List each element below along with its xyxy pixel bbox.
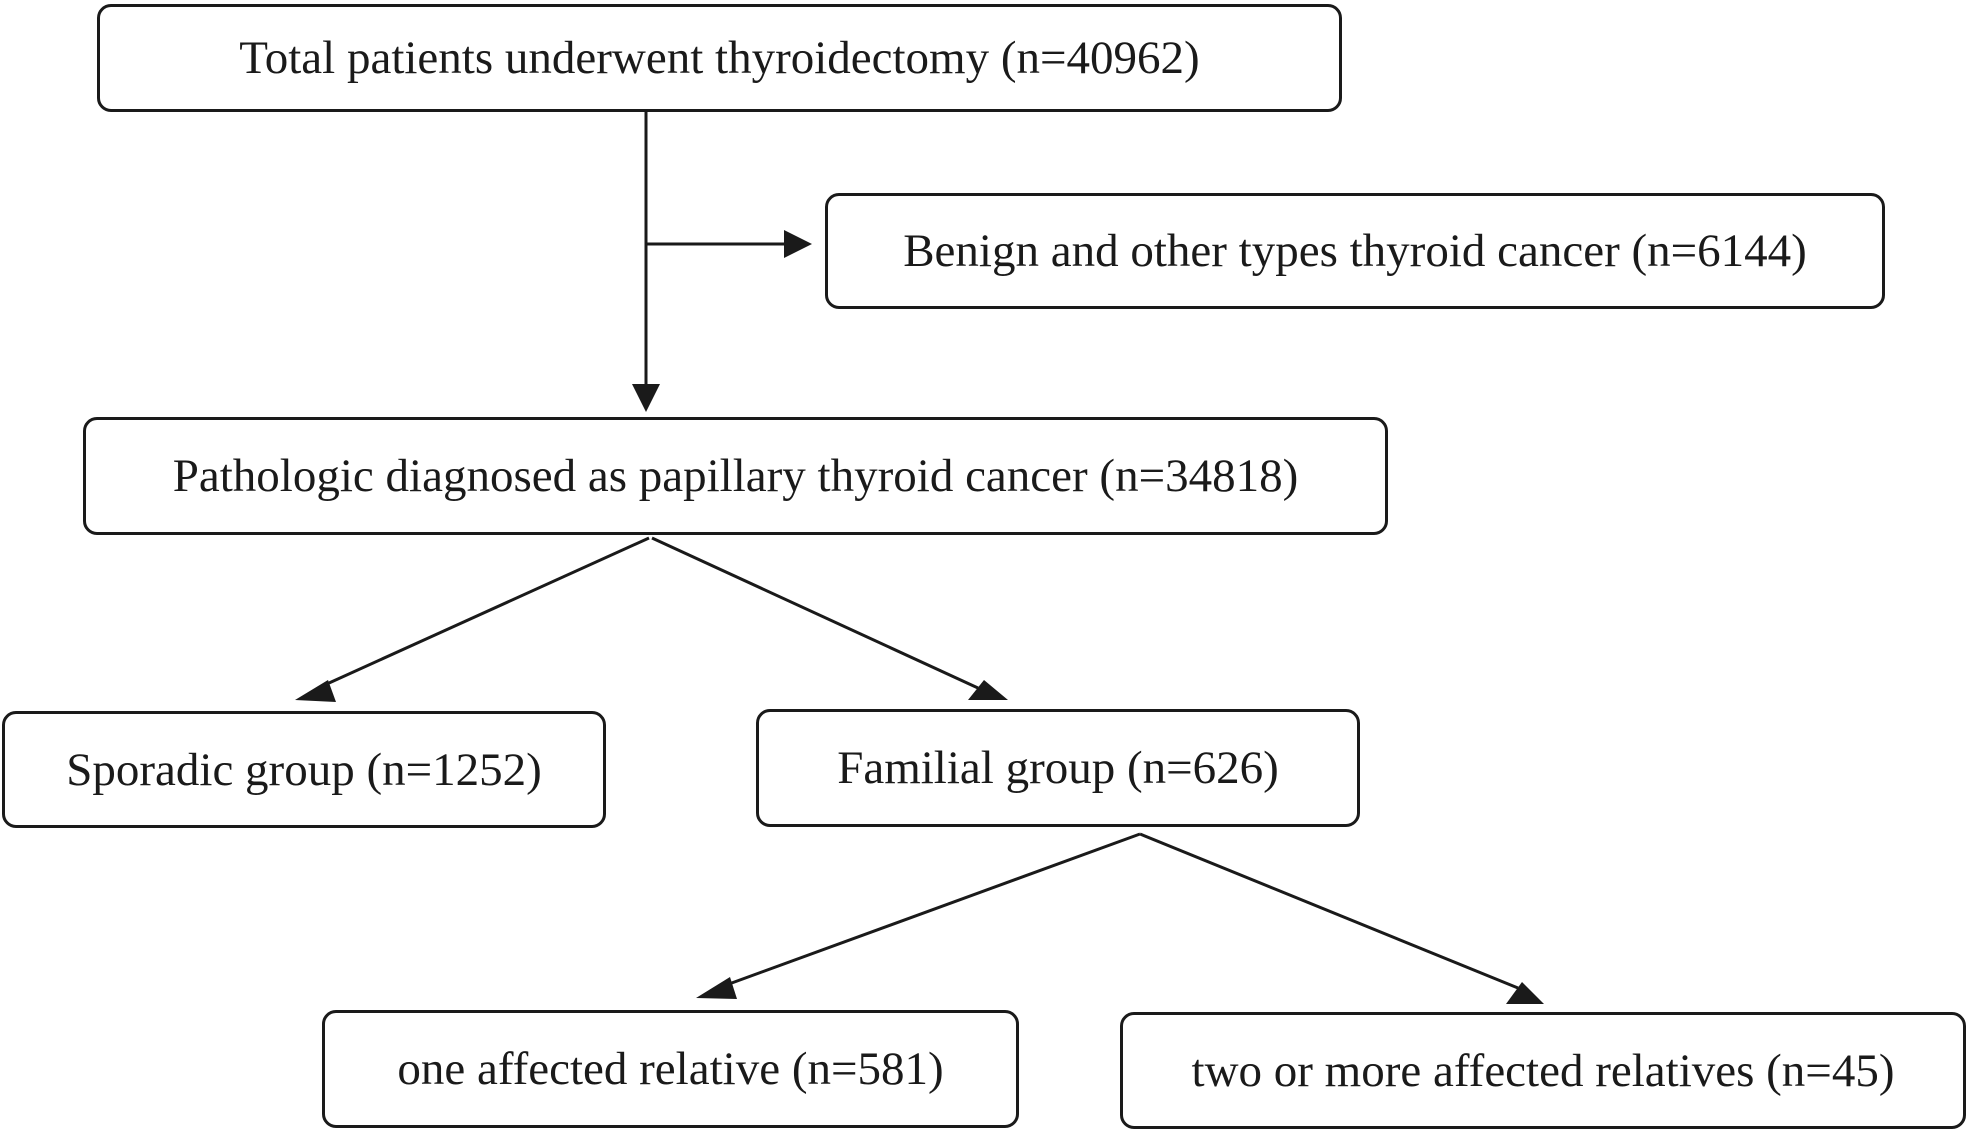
node-one-affected-relative: one affected relative (n=581) [322, 1010, 1019, 1128]
node-total-patients-label: Total patients underwent thyroidectomy (… [239, 32, 1200, 84]
arrow-ptc-to-familial [651, 536, 979, 690]
arrowhead-one-relative [696, 977, 737, 999]
arrow-familial-to-one-relative [717, 832, 1141, 990]
arrowhead-familial [968, 680, 1008, 700]
node-familial-group: Familial group (n=626) [756, 709, 1360, 827]
arrowhead-ptc [632, 384, 660, 412]
arrow-familial-to-two-or-more [1139, 832, 1519, 990]
node-total-patients: Total patients underwent thyroidectomy (… [97, 4, 1342, 112]
node-benign-other: Benign and other types thyroid cancer (n… [825, 193, 1885, 309]
node-two-or-more-relatives-label: two or more affected relatives (n=45) [1191, 1044, 1895, 1097]
arrowhead-sporadic [295, 680, 336, 702]
node-papillary-thyroid-cancer: Pathologic diagnosed as papillary thyroi… [83, 417, 1388, 535]
arrow-ptc-to-sporadic [317, 536, 650, 690]
node-familial-group-label: Familial group (n=626) [837, 742, 1279, 794]
node-one-affected-relative-label: one affected relative (n=581) [397, 1043, 944, 1095]
node-benign-other-label: Benign and other types thyroid cancer (n… [903, 225, 1807, 277]
node-sporadic-group-label: Sporadic group (n=1252) [66, 743, 542, 796]
node-papillary-thyroid-cancer-label: Pathologic diagnosed as papillary thyroi… [172, 450, 1299, 502]
node-sporadic-group: Sporadic group (n=1252) [2, 711, 606, 828]
arrowhead-two-or-more [1506, 982, 1544, 1004]
arrowhead-benign [784, 230, 812, 258]
node-two-or-more-relatives: two or more affected relatives (n=45) [1120, 1012, 1966, 1129]
